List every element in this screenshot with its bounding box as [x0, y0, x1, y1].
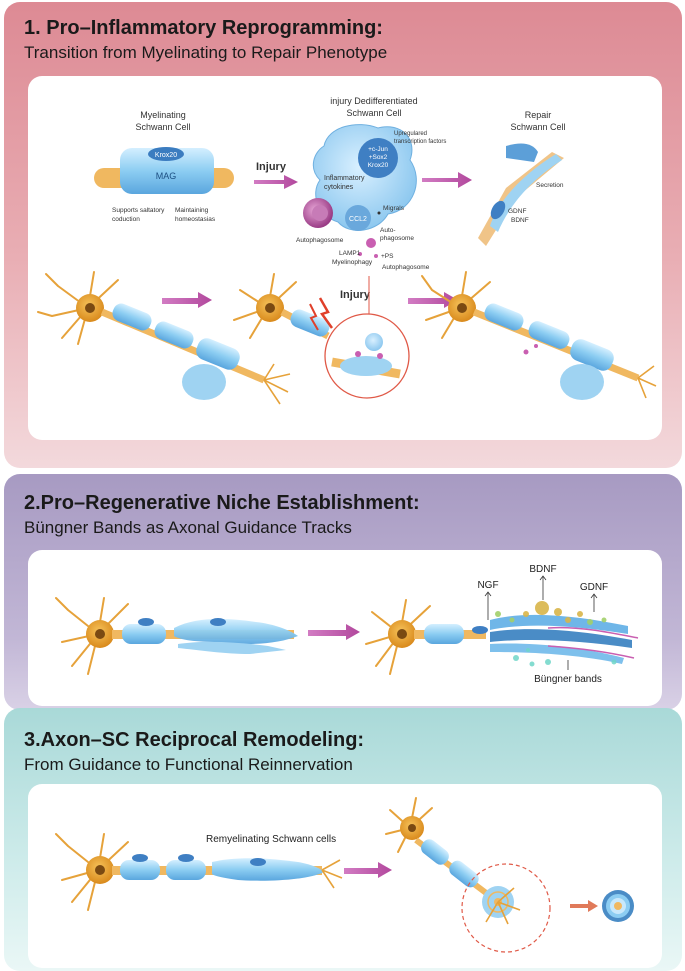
injury-arrow: [254, 175, 298, 189]
maintaining-label-2: homeostasias: [175, 216, 216, 223]
myelinating-schwann-cell: Myelinating Schwann Cell Krox20 MAG Supp…: [94, 110, 234, 223]
auto-phagosome-label-2: phagosome: [380, 235, 414, 242]
myelinating-label-2: Schwann Cell: [135, 122, 190, 132]
panel2-diagram: NGF BDNF GDNF Büngner bands: [55, 564, 639, 685]
gdnf-label: GDNF: [508, 208, 526, 215]
bottom-arrow-1: [162, 292, 212, 308]
ccl2-label: CCL2: [349, 216, 367, 223]
panel2-title: 2.Pro–Regenerative Niche Establishment:: [24, 492, 420, 514]
factor-sox2: +Sox2: [369, 154, 388, 161]
panel1-title: 1. Pro–Inflammatory Reprogramming:: [24, 17, 383, 39]
inflammatory-label-2: cytokines: [324, 184, 354, 191]
autophagosome-bottom-label: Autophagosome: [382, 264, 430, 271]
neuron-repair: [421, 271, 657, 400]
panel3-diagram: Remyelinating Schwann cells: [55, 797, 634, 953]
neuron-intact: [37, 271, 291, 405]
repair-label-2: Schwann Cell: [510, 122, 565, 132]
migrals-label: Migrals: [383, 205, 405, 212]
bdnf-label: BDNF: [511, 217, 529, 224]
upregulated-label-2: transcription factors: [394, 139, 446, 145]
factor-krox20: Krox20: [368, 162, 389, 169]
repair-schwann-cell: Repair Schwann Cell Secretion GDNF BDNF: [478, 110, 566, 246]
bungner-bands-label: Büngner bands: [534, 674, 602, 685]
repair-arrow: [422, 172, 472, 188]
dediff-label-1: injury Dedifferentiated: [330, 96, 417, 106]
autophagosome-left-label: Autophagosome: [296, 237, 344, 244]
neuron-remyelinating: Remyelinating Schwann cells: [55, 833, 343, 911]
injury-center-label: Injury: [340, 289, 371, 301]
auto-phagosome-label-1: Auto-: [380, 227, 396, 234]
inflammatory-label-1: Inflammatory: [324, 175, 365, 182]
panel3-subtitle: From Guidance to Functional Reinnervatio…: [24, 755, 353, 774]
secretion-label: Secretion: [536, 182, 564, 189]
supports-label-2: coduction: [112, 216, 140, 223]
factor-cjun: +c-Jun: [368, 146, 388, 153]
neuron-injured: Injury: [233, 273, 410, 399]
bottom-arrow-2: [408, 292, 458, 308]
maintaining-label-1: Maintaining: [175, 207, 209, 214]
dedifferentiated-schwann-cell: injury Dedifferentiated Schwann Cell +c-…: [296, 96, 446, 271]
gdnf-label-2: GDNF: [580, 582, 608, 593]
lamp1-label: LAMP1: [339, 250, 361, 257]
panel3-title: 3.Axon–SC Reciprocal Remodeling:: [24, 729, 365, 751]
panel1-diagram: Myelinating Schwann Cell Krox20 MAG Supp…: [37, 96, 657, 405]
mag-label: MAG: [156, 171, 177, 181]
remyelinating-label: Remyelinating Schwann cells: [206, 834, 336, 845]
bungner-bands: [490, 614, 639, 664]
myelin-cross-section: [602, 890, 634, 922]
supports-label-1: Supports saltatory: [112, 207, 165, 214]
myelinating-label-1: Myelinating: [140, 110, 186, 120]
panel2-subtitle: Büngner Bands as Axonal Guidance Tracks: [24, 518, 352, 537]
repair-label-1: Repair: [525, 110, 552, 120]
neuron-bungner-after: NGF BDNF GDNF Büngner bands: [365, 564, 639, 685]
dediff-label-2: Schwann Cell: [346, 108, 401, 118]
bdnf-label-2: BDNF: [529, 564, 556, 575]
ngf-label: NGF: [477, 580, 498, 591]
krox20-label: Krox20: [155, 152, 177, 159]
neuron-bungner-before: [55, 597, 298, 675]
myelinophagy-label: Myelinophagy: [332, 259, 373, 266]
neuron-reinnervation: [385, 797, 551, 953]
upregulated-label-1: Upregulared: [394, 131, 427, 137]
injury-arrow-label: Injury: [256, 161, 287, 173]
panel2-arrow: [308, 624, 360, 640]
ps-label: +PS: [381, 253, 394, 260]
panel1-subtitle: Transition from Myelinating to Repair Ph…: [24, 43, 388, 62]
panel3-arrow: [344, 862, 392, 878]
small-arrow: [570, 900, 598, 912]
